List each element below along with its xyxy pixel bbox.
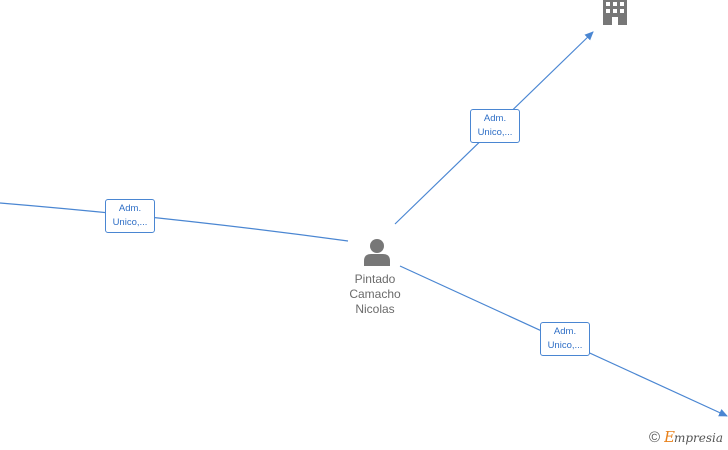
copyright-symbol: © [648, 428, 660, 446]
edge-label-line: Adm. [483, 113, 507, 124]
person-name-line: Pintado [354, 272, 396, 286]
brand-watermark: © E mpresia [649, 427, 726, 447]
edge-label-line: Adm. [553, 326, 577, 337]
edge-label-top-right[interactable]: Adm. Unico,... [470, 109, 520, 143]
svg-text:mpresia: mpresia [674, 431, 723, 445]
building-icon[interactable] [603, 0, 627, 25]
edge-label-bottom-right[interactable]: Adm. Unico,... [540, 322, 590, 356]
person-node-label[interactable]: Pintado Camacho Nicolas [327, 272, 423, 317]
empresia-logo: E mpresia [664, 428, 723, 446]
person-name-line: Nicolas [355, 302, 395, 316]
person-icon[interactable] [364, 239, 390, 266]
edge-label-line: Unico,... [547, 340, 583, 351]
edge-left [0, 202, 349, 242]
edge-label-left[interactable]: Adm. Unico,... [105, 199, 155, 233]
person-name-line: Camacho [349, 287, 401, 301]
svg-text:E: E [664, 428, 675, 446]
edge-label-line: Adm. [118, 203, 142, 214]
edge-label-line: Unico,... [112, 217, 148, 228]
edge-label-line: Unico,... [477, 127, 513, 138]
